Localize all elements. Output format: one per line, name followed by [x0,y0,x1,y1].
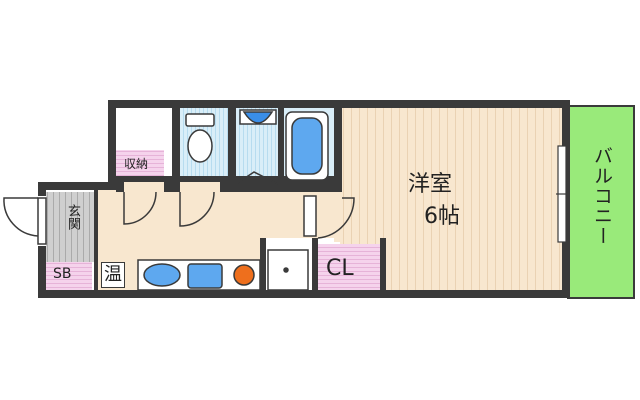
bathtub [285,111,329,181]
entrance-floor [46,192,94,262]
storage-label: 収納 [124,157,149,171]
balcony-label: バルコニー [591,146,613,246]
doors [3,171,355,245]
toilet [185,113,215,163]
closet-label: CL [326,256,354,281]
shoe-box-label: SB [53,266,72,282]
closet-floor [318,244,380,290]
storage-floor [116,150,164,178]
water-heater-label: 温 [101,262,125,288]
balcony-floor [567,105,635,299]
western-room-size: 6帖 [424,204,460,229]
kitchen-counter [137,259,261,291]
corridor-floor [96,190,342,238]
shoe-box-floor [46,262,92,290]
window [556,145,568,243]
western-room-name: 洋室 [408,172,453,197]
washing-machine-pan [267,249,309,291]
entrance-label: 玄関 [65,204,80,230]
washbasin [239,109,277,125]
